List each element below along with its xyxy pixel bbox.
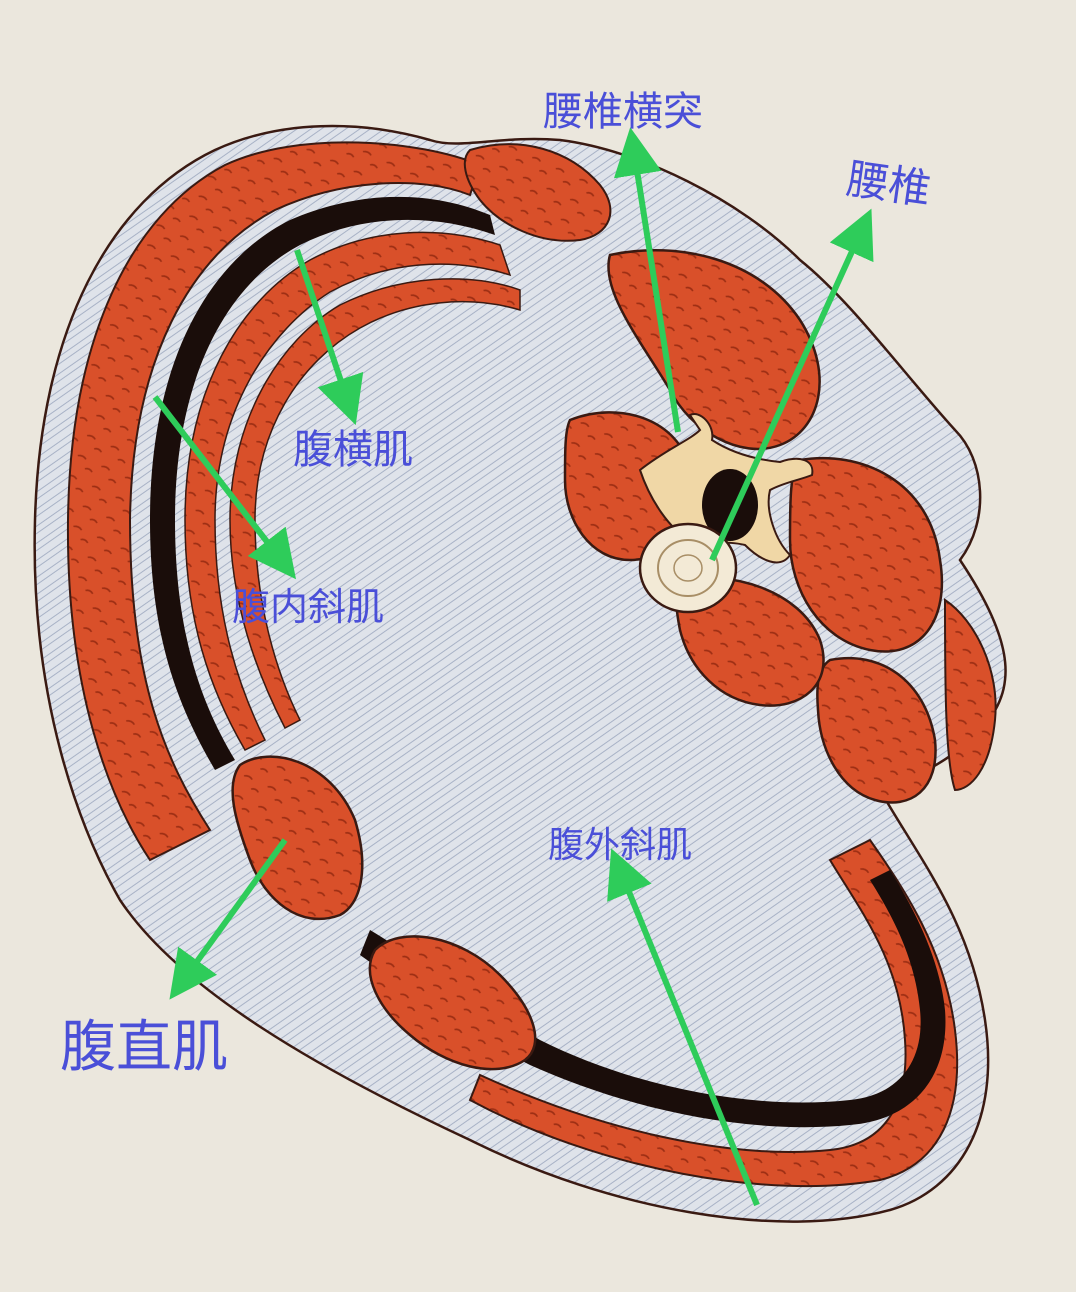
vertebral-body [638, 522, 738, 614]
arrow-internal-oblique [152, 395, 297, 580]
transversus-abdominis-muscle [229, 278, 521, 730]
quadratus-lumborum-right [816, 656, 937, 804]
erector-spinae-right [788, 456, 944, 653]
label-rectus-abdominis: 腹直肌 [60, 1015, 228, 1080]
vertebral-body-core [673, 554, 703, 582]
external-oblique-muscle [66, 141, 482, 862]
arrow-external-oblique [607, 848, 760, 1207]
arrow-transversus-abdominis [294, 249, 364, 426]
label-external-oblique: 腹外斜肌 [548, 825, 693, 866]
arrow-lumbar-vertebra [709, 208, 874, 562]
arrow-rectus-abdominis [169, 838, 288, 1000]
rectus-abdominis-lower [368, 935, 537, 1071]
lateral-lobe-right [943, 598, 997, 792]
label-lumbar-transverse-process: 腰椎横突 [543, 89, 703, 135]
label-lumbar-vertebra: 腰椎 [843, 154, 934, 215]
multifidus-lower [675, 576, 825, 707]
rectus-abdominis-upper [231, 755, 364, 921]
arrow-lumbar-transverse-process [613, 127, 681, 433]
label-internal-oblique: 腹内斜肌 [232, 585, 385, 629]
label-transversus-abdominis: 腹横肌 [293, 427, 413, 473]
dark-band-lower [360, 870, 946, 1128]
muscle-upper-right-small [463, 143, 612, 242]
external-oblique-muscle-lower [468, 838, 959, 1188]
psoas-quadratus-right [607, 249, 821, 451]
vertebral-body-ring [657, 539, 719, 597]
